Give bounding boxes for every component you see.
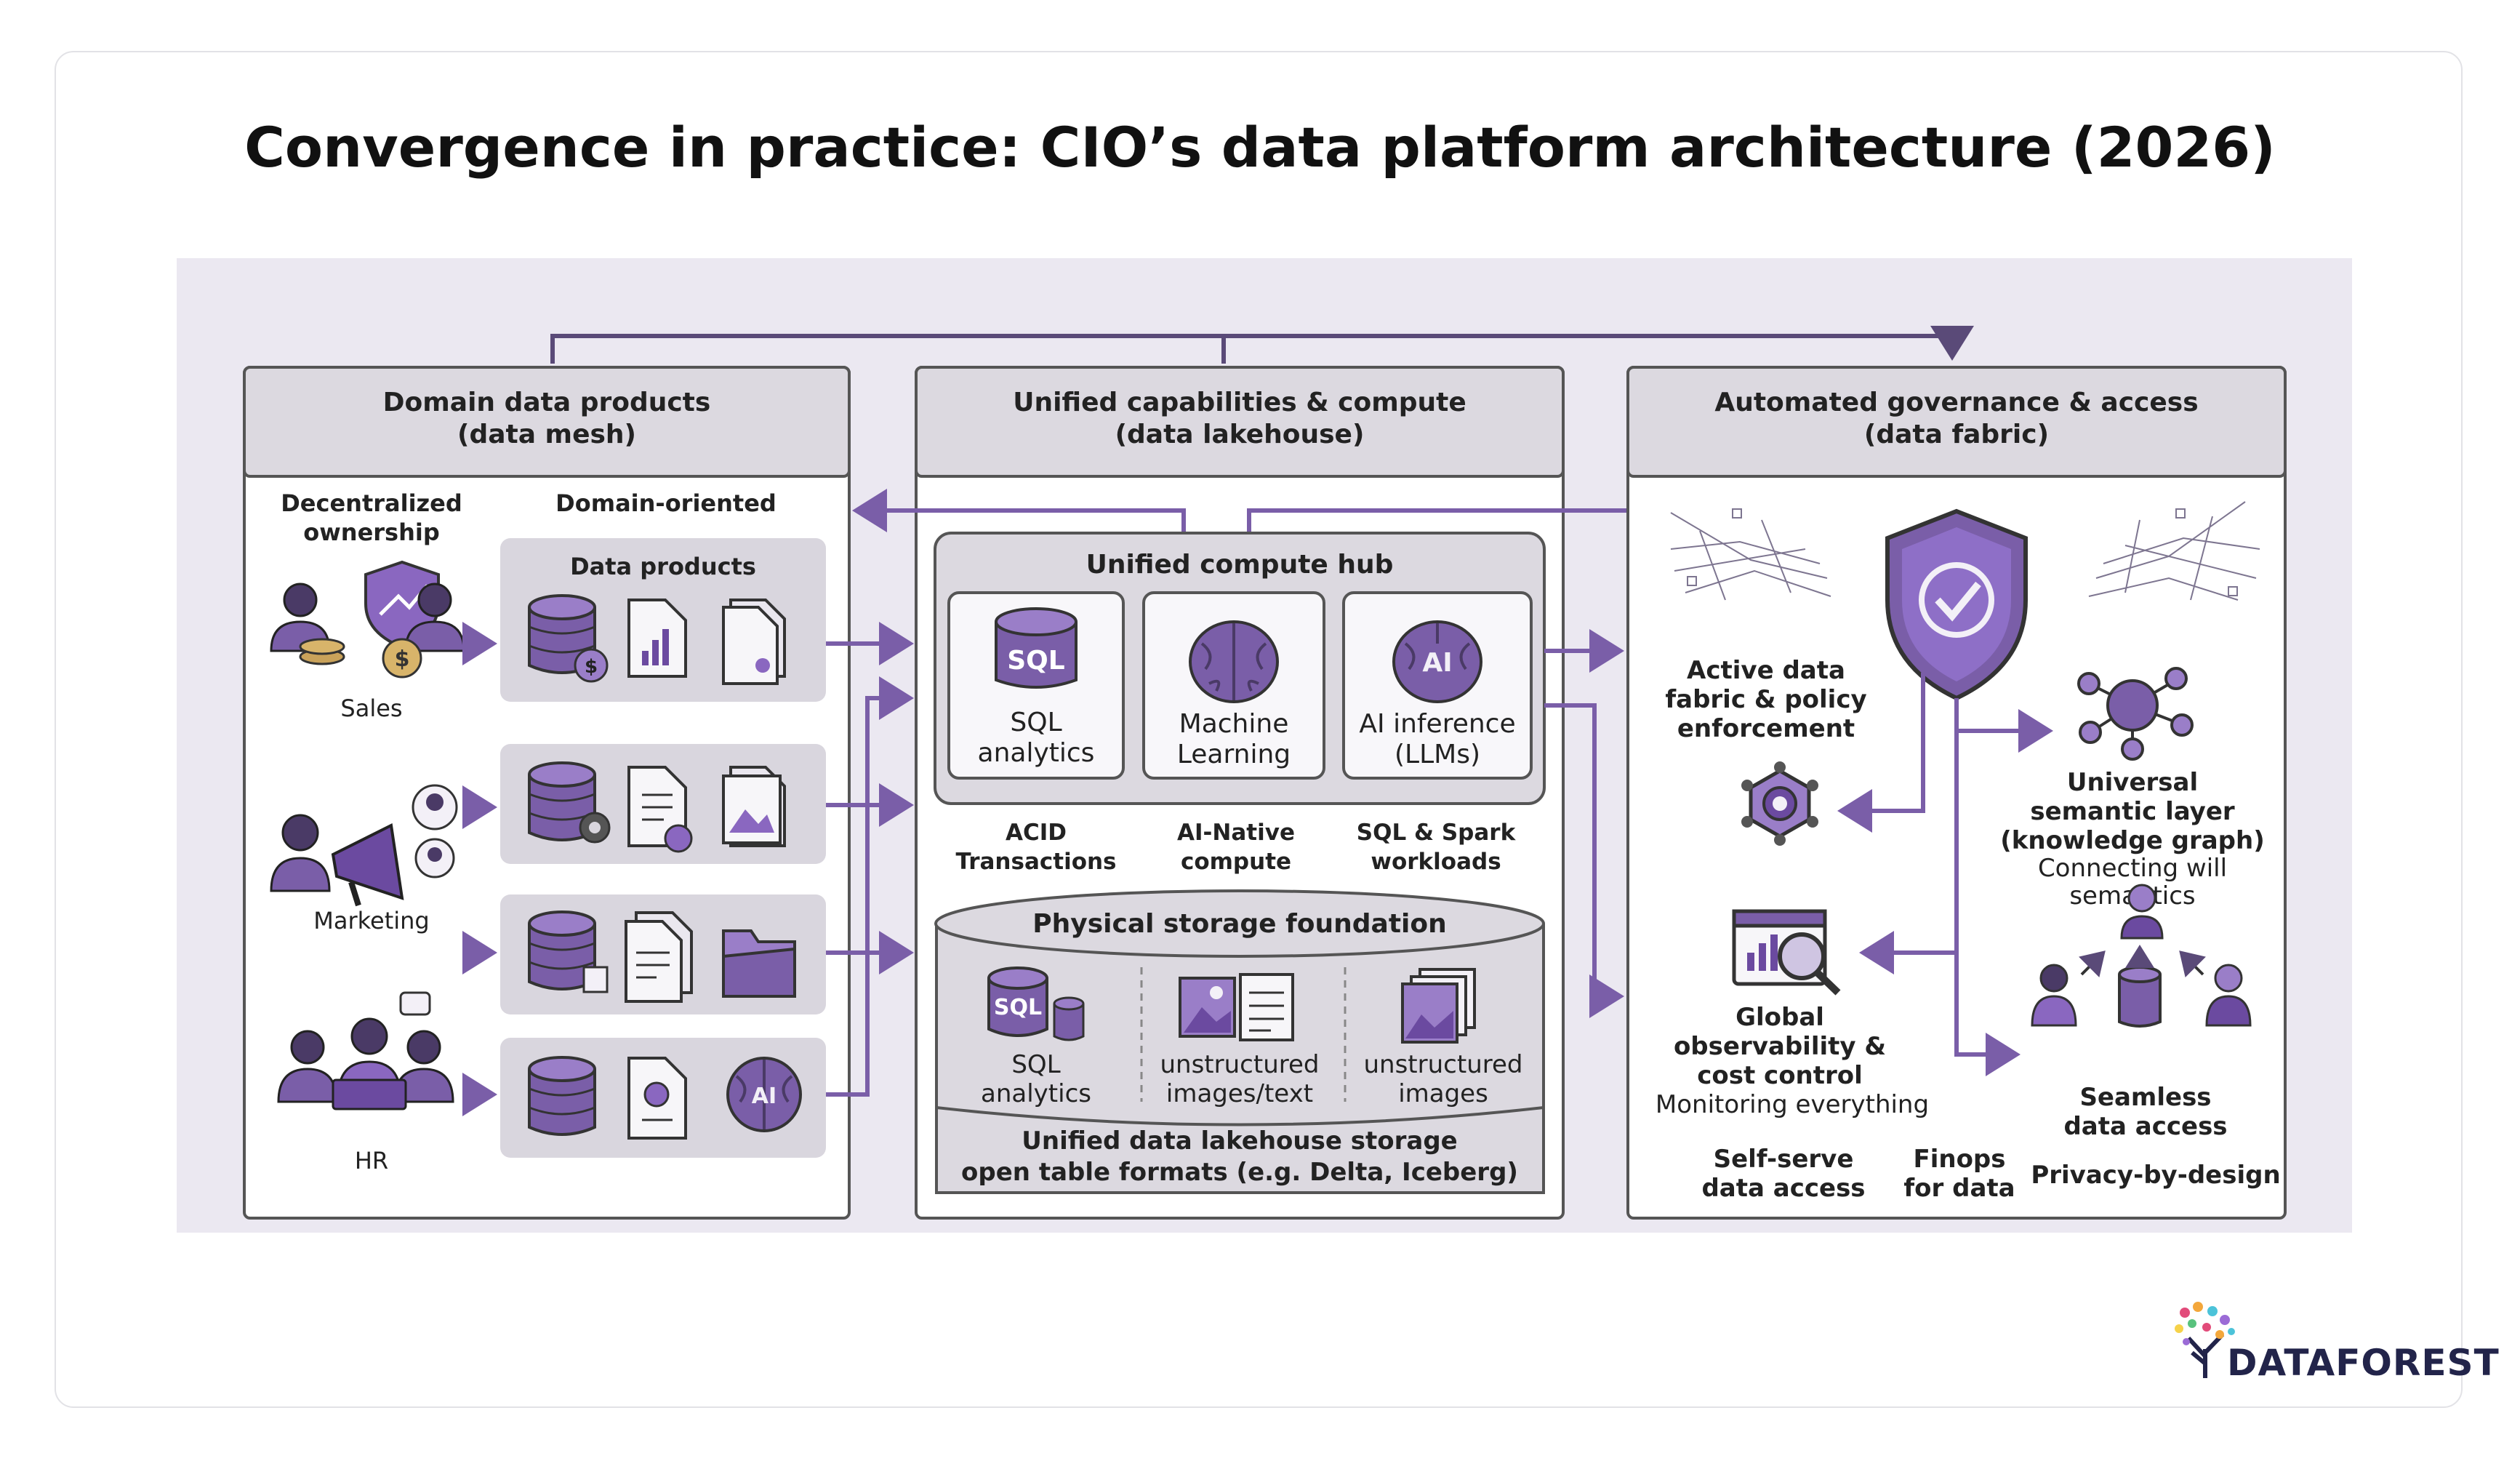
ai-badge: AI: [1422, 648, 1452, 678]
observability-line2: observability &: [1674, 1032, 1886, 1061]
report-document-icon: [627, 599, 687, 678]
domain-oriented-label: Domain-oriented: [555, 489, 777, 517]
decentralized-label-1: Decentralized: [281, 489, 462, 517]
lakehouse-panel: Unified capabilities & compute (data lak…: [852, 366, 1667, 1220]
folder-icon: [722, 929, 796, 998]
storage-title: Physical storage foundation: [1032, 909, 1447, 939]
seamless-line1: Seamless: [2079, 1083, 2211, 1112]
cap-acid-line1: ACID: [1006, 820, 1067, 846]
sql-analytics-line1: SQL: [1010, 708, 1062, 737]
knowledge-graph-icon: [2077, 667, 2194, 761]
svg-text:SQL: SQL: [994, 995, 1042, 1020]
documents-icon: [625, 911, 693, 1003]
semantic-line1: Universal: [2067, 768, 2198, 797]
machine-learning-line2: Learning: [1177, 740, 1291, 769]
settings-document-icon: [627, 1057, 687, 1140]
svg-text:$: $: [585, 656, 598, 678]
mesh-heading-line2: (data mesh): [457, 420, 636, 449]
semantic-line3: (knowledge graph): [2000, 826, 2265, 855]
fabric-heading-line1: Automated governance & access: [1714, 388, 2198, 417]
semantic-line4: Connecting will: [2038, 854, 2227, 883]
storage-footer-line2: open table formats (e.g. Delta, Iceberg): [961, 1158, 1518, 1187]
finops-line1: Finops: [1913, 1145, 2005, 1174]
storage-unstructured-line1: unstructured: [1160, 1050, 1320, 1079]
finops-line2: for data: [1903, 1174, 2015, 1203]
lakehouse-heading-line1: Unified capabilities & compute: [1013, 388, 1466, 417]
sales-team-icon: $: [270, 560, 465, 679]
domain-marketing-label: Marketing: [313, 907, 429, 934]
svg-text:$: $: [395, 647, 410, 672]
storage-sql-line1: SQL: [1011, 1050, 1060, 1079]
observability-line4: Monitoring everything: [1656, 1090, 1929, 1119]
document-stack-icon: [722, 599, 786, 685]
domain-sales-label: Sales: [340, 695, 402, 722]
fabric-heading-line2: (data fabric): [1864, 420, 2049, 449]
machine-learning-card: Machine Learning: [1142, 591, 1325, 780]
sql-badge: SQL: [1007, 646, 1064, 676]
self-serve-line2: data access: [1701, 1174, 1865, 1203]
shield-check-icon: [1885, 508, 2028, 701]
architecture-diagram: Domain data products (data mesh) Decentr…: [177, 258, 2352, 1233]
machine-learning-line1: Machine: [1179, 709, 1289, 739]
brain-icon: [1189, 620, 1279, 703]
storage-images-line2: images: [1398, 1079, 1488, 1108]
mesh-panel: Domain data products (data mesh) Decentr…: [243, 366, 914, 1220]
sql-analytics-card: SQL SQL analytics: [947, 591, 1125, 780]
document-icon: [627, 766, 693, 853]
active-fabric-line2: fabric & policy: [1665, 685, 1866, 714]
storage-images-line1: unstructured: [1364, 1050, 1523, 1079]
svg-text:AI: AI: [752, 1084, 777, 1109]
observability-monitor-icon: [1732, 909, 1841, 996]
hr-team-icon: [277, 991, 454, 1110]
compute-hub-title: Unified compute hub: [1086, 550, 1394, 580]
image-document-icon: [722, 766, 786, 847]
database-icon: $: [528, 594, 609, 683]
observability-line3: cost control: [1697, 1061, 1863, 1090]
storage-unstructured-line2: images/text: [1166, 1079, 1313, 1108]
lakehouse-heading-line2: (data lakehouse): [1115, 420, 1365, 449]
database-table-icon: [528, 910, 609, 993]
storage-sql-line2: analytics: [981, 1079, 1091, 1108]
ai-inference-line1: AI inference: [1359, 709, 1515, 739]
ai-brain-icon: AI: [1392, 620, 1482, 703]
active-fabric-line1: Active data: [1687, 656, 1845, 685]
page-title: Convergence in practice: CIO’s data plat…: [244, 115, 2276, 180]
storage-footer-line1: Unified data lakehouse storage: [1022, 1126, 1457, 1156]
image-text-icon: [1179, 973, 1294, 1041]
images-stack-icon: [1401, 968, 1476, 1044]
fabric-panel: Automated governance & access (data fabr…: [1626, 366, 2287, 1220]
data-products-label: Data products: [570, 553, 756, 580]
marketing-megaphone-icon: [270, 784, 458, 907]
tree-logo-icon: [2175, 1302, 2235, 1378]
seamless-line2: data access: [2063, 1112, 2227, 1141]
observability-line1: Global: [1735, 1003, 1824, 1032]
privacy-label: Privacy-by-design: [2031, 1161, 2280, 1190]
top-connector: [550, 326, 1974, 364]
active-fabric-line3: enforcement: [1677, 714, 1855, 743]
logo-text: DATAFOREST: [2227, 1342, 2500, 1384]
cap-acid-line2: Transactions: [955, 849, 1116, 875]
self-serve-line1: Self-serve: [1714, 1145, 1854, 1174]
mesh-heading-line1: Domain data products: [383, 388, 711, 417]
ai-inference-line2: (LLMs): [1395, 740, 1480, 769]
cap-spark-line2: workloads: [1371, 849, 1501, 875]
semantic-line2: semantic layer: [2030, 797, 2235, 826]
cap-native-line1: AI-Native: [1177, 820, 1295, 846]
network-graph: [1670, 501, 2260, 601]
sql-database-icon: SQL: [987, 966, 1085, 1041]
seamless-access-icon: [2031, 884, 2252, 1028]
sql-analytics-line2: analytics: [978, 738, 1095, 768]
database-gear-icon: [528, 761, 611, 844]
policy-engine-icon: [1741, 761, 1818, 846]
ai-inference-card: AI AI inference (LLMs): [1342, 591, 1533, 780]
dataforest-logo: DATAFOREST: [2170, 1298, 2499, 1393]
decentralized-label-2: ownership: [303, 519, 440, 546]
cap-native-line2: compute: [1181, 849, 1291, 875]
ai-brain-icon: AI: [726, 1057, 802, 1132]
domain-hr-label: HR: [355, 1147, 388, 1174]
cap-spark-line1: SQL & Spark: [1357, 820, 1517, 846]
database-simple-icon: [528, 1056, 596, 1136]
storage-foundation: [934, 889, 1545, 1194]
